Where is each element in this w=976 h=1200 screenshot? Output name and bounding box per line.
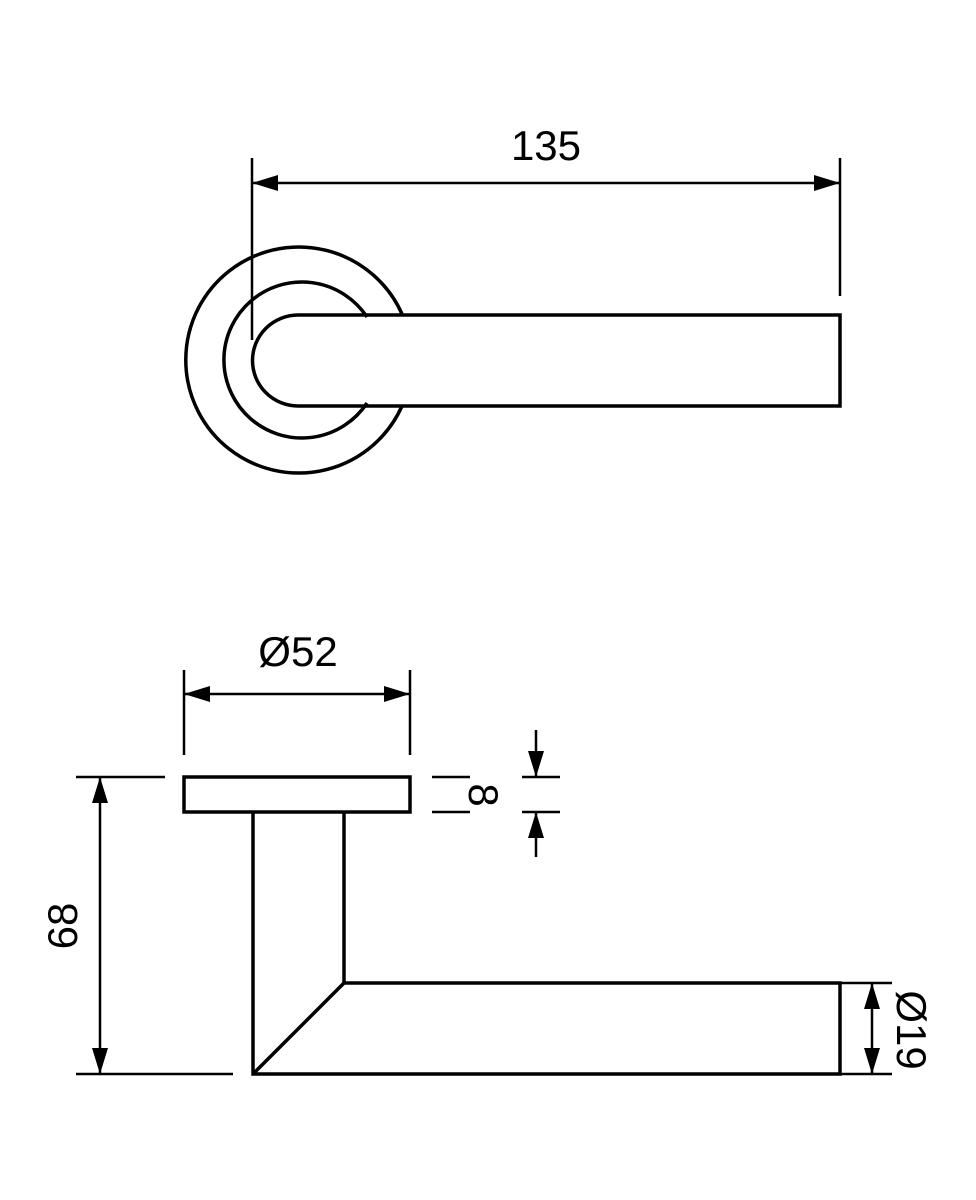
lever-outline — [250, 313, 842, 408]
arrow-52-right — [384, 686, 410, 702]
arrow-68-bottom — [92, 1048, 108, 1074]
rose-plate — [182, 775, 412, 814]
arrow-8-down — [528, 751, 544, 777]
arrow-right — [814, 175, 840, 191]
top-view: 135 — [184, 122, 842, 475]
rose-thickness-label: 8 — [460, 783, 507, 806]
arrow-52-left — [184, 686, 210, 702]
lever-diameter-label: Ø19 — [888, 990, 935, 1069]
rose-diameter-label: Ø52 — [258, 628, 337, 675]
rose-outer-circle — [184, 245, 404, 475]
arrow-19-top — [864, 983, 880, 1009]
arrow-8-up — [528, 812, 544, 838]
height-label: 68 — [39, 903, 86, 950]
arrow-left — [252, 175, 278, 191]
length-label: 135 — [511, 122, 581, 169]
rose-inner-circle — [222, 280, 369, 440]
lever-chamfer — [251, 981, 346, 1076]
arrow-68-top — [92, 777, 108, 803]
arrow-19-bottom — [864, 1048, 880, 1074]
side-view: Ø52 8 68 Ø19 — [39, 628, 935, 1076]
lever-body — [251, 812, 842, 1076]
